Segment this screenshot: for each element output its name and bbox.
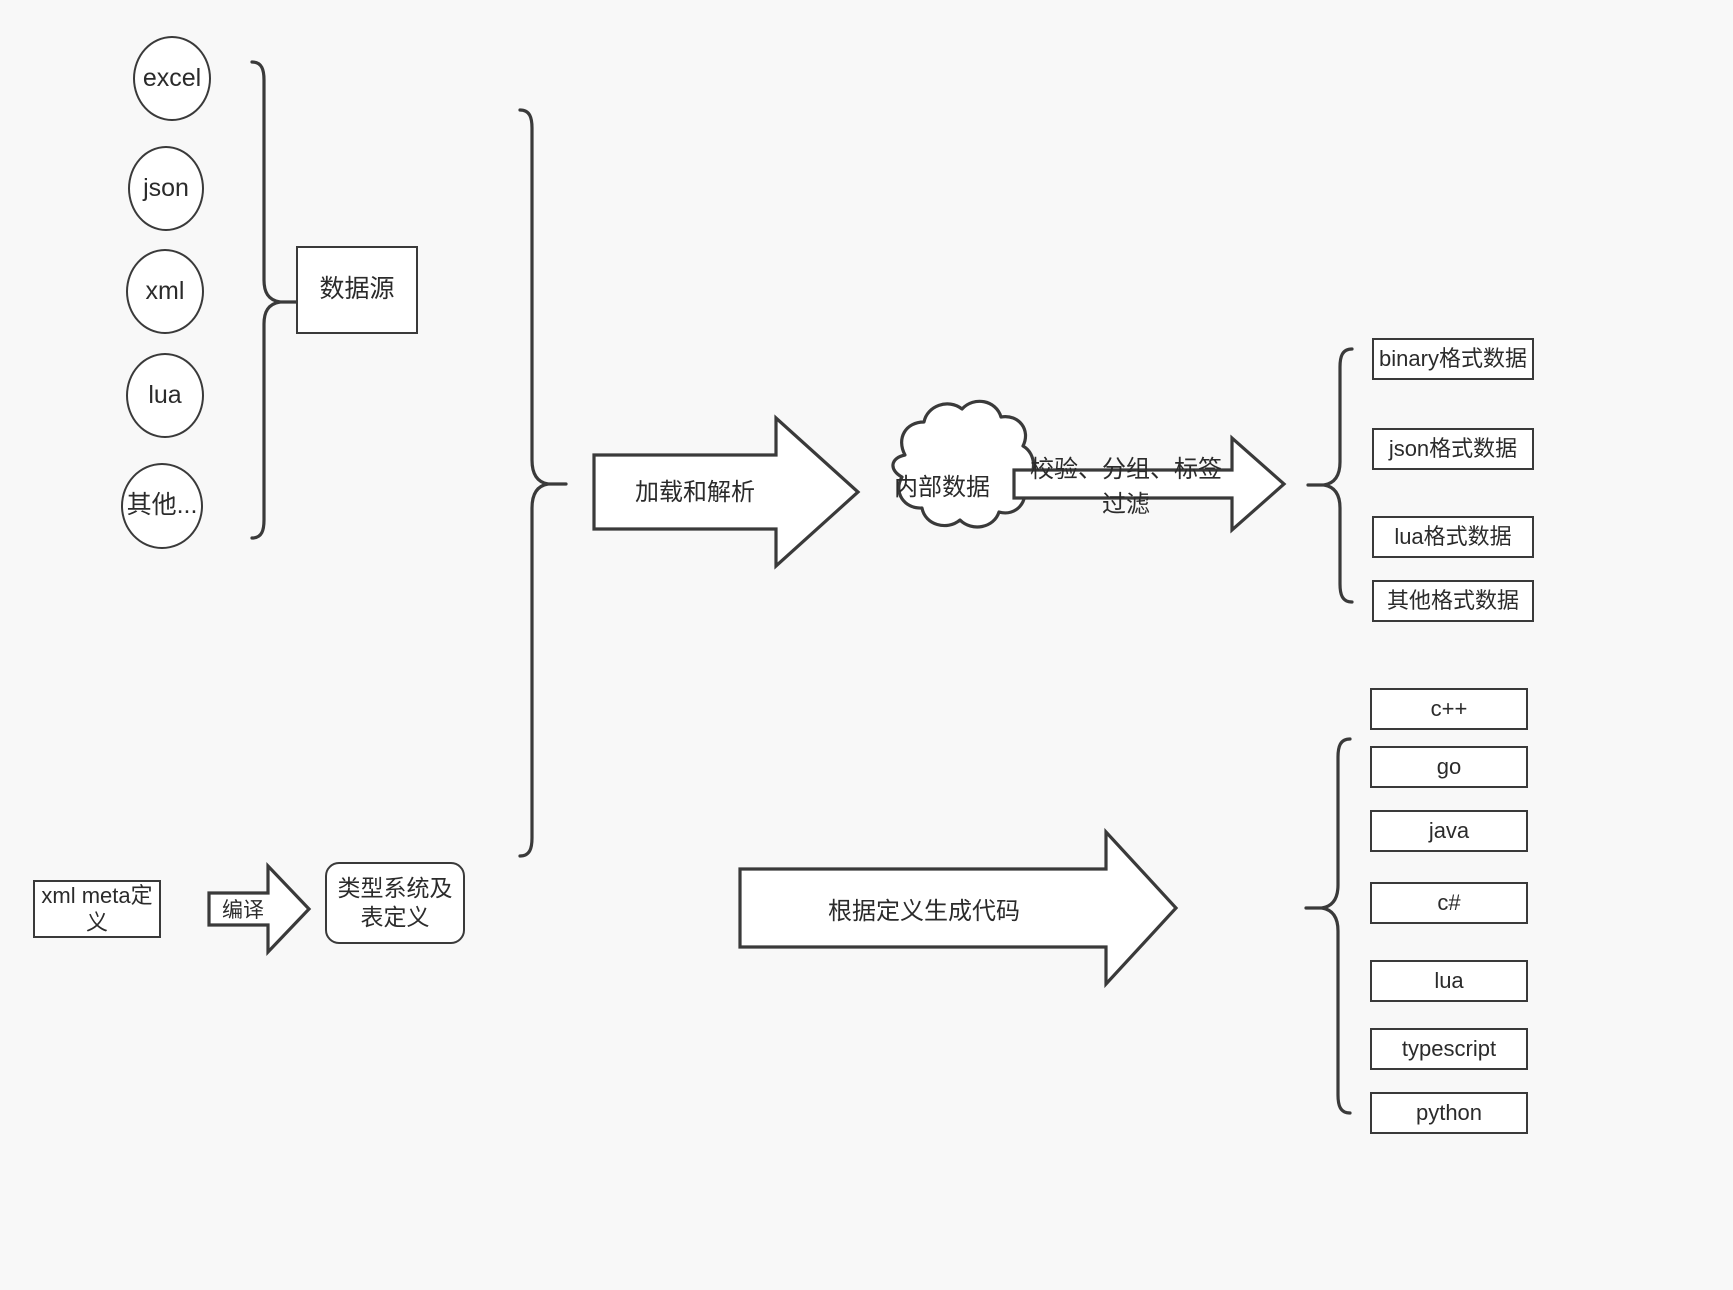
output-format-lua[interactable]: lua格式数据 bbox=[1372, 516, 1534, 558]
code-target-label: go bbox=[1436, 754, 1462, 780]
source-label: xml bbox=[145, 276, 185, 305]
arrow-load-parse-label: 加载和解析 bbox=[635, 478, 755, 506]
source-node-json[interactable]: json bbox=[128, 146, 204, 231]
cloud-internal-data bbox=[891, 399, 1036, 529]
arrow-validate-group-filter bbox=[1012, 434, 1287, 534]
code-target-lua[interactable]: lua bbox=[1370, 960, 1528, 1002]
output-format-binary[interactable]: binary格式数据 bbox=[1372, 338, 1534, 380]
brace-inputs bbox=[518, 108, 568, 858]
type-system-label: 类型系统及表定义 bbox=[337, 875, 453, 930]
source-node-lua[interactable]: lua bbox=[126, 353, 204, 438]
source-label: json bbox=[143, 173, 189, 202]
code-target-label: c# bbox=[1437, 890, 1461, 916]
data-source-group-label: 数据源 bbox=[319, 275, 395, 304]
code-target-label: c++ bbox=[1430, 696, 1468, 722]
arrow-codegen bbox=[738, 827, 1179, 989]
source-node-xml[interactable]: xml bbox=[126, 249, 204, 334]
code-target-python[interactable]: python bbox=[1370, 1092, 1528, 1134]
output-format-json[interactable]: json格式数据 bbox=[1372, 428, 1534, 470]
arrow-compile-label: 编译 bbox=[222, 899, 264, 922]
source-label: lua bbox=[148, 380, 182, 409]
output-format-label: binary格式数据 bbox=[1379, 346, 1527, 372]
code-target-label: java bbox=[1428, 818, 1470, 844]
internal-data-label: 内部数据 bbox=[894, 473, 990, 501]
xml-meta-definition-box[interactable]: xml meta定义 bbox=[33, 880, 161, 938]
brace-sources bbox=[250, 60, 298, 540]
source-node-excel[interactable]: excel bbox=[133, 36, 211, 121]
code-target-typescript[interactable]: typescript bbox=[1370, 1028, 1528, 1070]
output-format-label: json格式数据 bbox=[1388, 436, 1518, 462]
output-format-label: 其他格式数据 bbox=[1386, 588, 1519, 614]
data-source-group-box[interactable]: 数据源 bbox=[296, 246, 418, 334]
code-target-label: python bbox=[1415, 1100, 1483, 1126]
source-label: excel bbox=[142, 63, 202, 92]
arrow-load-parse bbox=[592, 414, 861, 570]
arrow-compile bbox=[207, 862, 312, 956]
arrow-validate-label: 校验、分组、标签过滤 bbox=[1030, 456, 1222, 518]
type-system-box[interactable]: 类型系统及表定义 bbox=[325, 862, 465, 944]
brace-code-targets bbox=[1304, 737, 1352, 1115]
code-target-java[interactable]: java bbox=[1370, 810, 1528, 852]
output-format-label: lua格式数据 bbox=[1394, 524, 1512, 550]
code-target-go[interactable]: go bbox=[1370, 746, 1528, 788]
code-target-csharp[interactable]: c# bbox=[1370, 882, 1528, 924]
code-target-label: typescript bbox=[1401, 1036, 1497, 1062]
code-target-cpp[interactable]: c++ bbox=[1370, 688, 1528, 730]
output-format-other[interactable]: 其他格式数据 bbox=[1372, 580, 1534, 622]
code-target-label: lua bbox=[1434, 968, 1464, 994]
source-label: 其他... bbox=[126, 491, 198, 520]
xml-meta-definition-label: xml meta定义 bbox=[41, 882, 153, 936]
source-node-other[interactable]: 其他... bbox=[121, 463, 203, 549]
brace-data-formats bbox=[1306, 347, 1354, 604]
arrow-codegen-label: 根据定义生成代码 bbox=[828, 897, 1020, 925]
